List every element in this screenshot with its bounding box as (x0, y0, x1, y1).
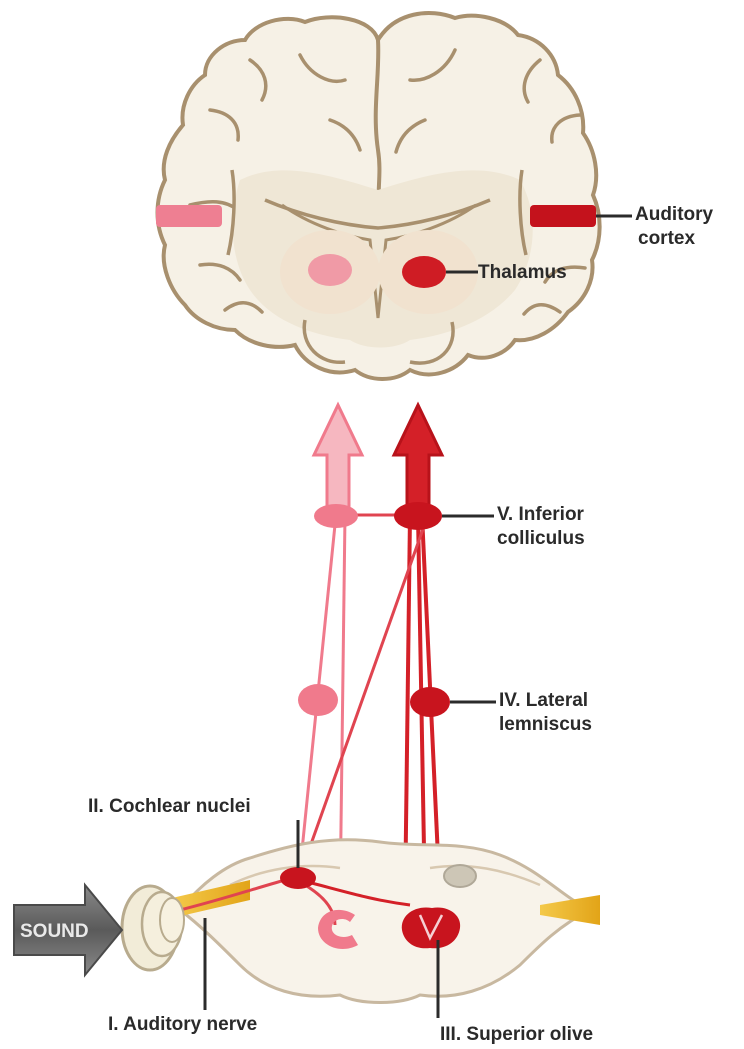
ear-cochlea (122, 886, 184, 970)
lateral-lemniscus-label-2: lemniscus (499, 714, 592, 735)
cochlear-nuclei-label: II. Cochlear nuclei (88, 796, 251, 817)
brainstem-medulla (180, 840, 600, 1003)
sound-arrow: SOUND (14, 885, 122, 975)
cochlear-nucleus (280, 867, 316, 889)
medulla-outline (180, 840, 590, 1003)
inferior-colliculus-right (394, 502, 442, 530)
thalamus-nucleus-left (308, 254, 352, 286)
brain-coronal-section (156, 13, 600, 379)
lateral-lemniscus-label-1: IV. Lateral (499, 690, 588, 711)
inferior-colliculus-label-1: V. Inferior (497, 504, 585, 525)
thalamus-label: Thalamus (478, 262, 567, 283)
thalamus-nucleus-right (402, 256, 446, 288)
light-ascending-arrow (314, 405, 362, 515)
lateral-lemniscus-left (298, 684, 338, 716)
auditory-cortex-label-2: cortex (638, 228, 695, 249)
inferior-colliculus-left (314, 504, 358, 528)
superior-olive-right (402, 907, 460, 948)
light-pathway (300, 405, 362, 905)
lateral-lemniscus-right (410, 687, 450, 717)
dark-ascending-arrow (394, 405, 442, 515)
gray-nucleus (444, 865, 476, 887)
auditory-nerve-label: I. Auditory nerve (108, 1014, 257, 1035)
inferior-colliculus-label-2: colliculus (497, 528, 585, 549)
auditory-cortex-left (156, 205, 222, 227)
superior-olive-label: III. Superior olive (440, 1024, 593, 1045)
auditory-cortex-label-1: Auditory (635, 204, 714, 225)
sound-label: SOUND (20, 921, 89, 942)
auditory-cortex-right (530, 205, 596, 227)
